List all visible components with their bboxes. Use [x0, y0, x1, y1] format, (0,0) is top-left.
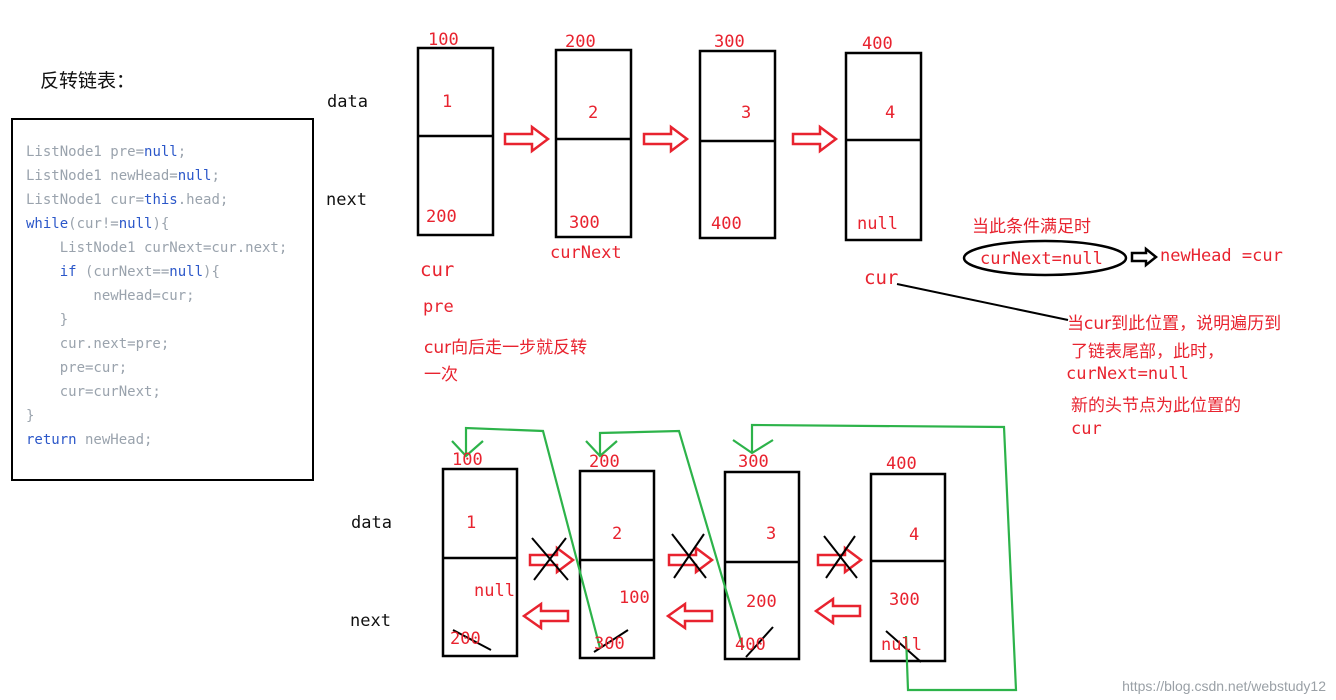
bottom-node-1-data: 1 — [466, 513, 477, 533]
top-node-1 — [416, 46, 495, 237]
top-node-4-data: 4 — [885, 103, 896, 123]
top-arrow-3 — [791, 124, 839, 154]
top-arrow-2 — [642, 124, 690, 154]
bottom-forward-arrow-2 — [667, 545, 715, 575]
bottom-node-3-new-next: 200 — [746, 592, 777, 612]
top-node-2-address: 200 — [565, 32, 596, 52]
bottom-back-arrow-1 — [521, 601, 570, 631]
code-line: while(cur!=null){ — [26, 216, 170, 232]
cross-mark-2 — [671, 533, 707, 579]
strike-old-next-4 — [885, 630, 922, 663]
code-line: if (curNext==null){ — [59, 264, 220, 280]
bottom-node-3 — [723, 470, 801, 661]
watermark: https://blog.csdn.net/webstudy12 — [1122, 678, 1326, 694]
condition-ellipse — [962, 239, 1128, 277]
cross-mark-1 — [531, 537, 569, 581]
top-node-3-address: 300 — [714, 32, 745, 52]
cur-pointer-line — [896, 283, 1069, 321]
diagram-title: 反转链表： — [40, 70, 136, 92]
condition-arrow — [1130, 246, 1159, 268]
bottom-next-row-label: next — [350, 611, 391, 631]
data-row-label: data — [327, 92, 368, 112]
top-node-1-data: 1 — [442, 92, 453, 112]
pre-pointer-label: pre — [423, 297, 454, 317]
bottom-back-arrow-3 — [813, 596, 862, 626]
code-line: ListNode1 newHead=null; — [26, 168, 220, 184]
bottom-node-1-new-next: null — [474, 581, 515, 601]
curnext-pointer-label: curNext — [550, 243, 622, 263]
bottom-node-3-address: 300 — [738, 452, 769, 472]
bottom-node-4-address: 400 — [886, 454, 917, 474]
cross-mark-3 — [823, 535, 858, 579]
bottom-node-1 — [441, 467, 519, 658]
green-link-1 — [451, 426, 602, 649]
explain-line-1: 当cur到此位置，说明遍历到 — [1067, 314, 1282, 334]
explain-line-3: curNext=null — [1066, 364, 1189, 384]
bottom-node-1-address: 100 — [452, 450, 483, 470]
top-node-4-address: 400 — [862, 34, 893, 54]
code-line: return newHead; — [26, 432, 153, 448]
top-node-1-next: 200 — [426, 207, 457, 227]
top-node-3-data: 3 — [741, 103, 752, 123]
bottom-node-2 — [578, 469, 656, 660]
condition-text: curNext=null — [980, 249, 1103, 269]
explain-line-5: cur — [1071, 419, 1102, 439]
step-note-line-2: 一次 — [424, 365, 458, 385]
code-line: cur.next=pre; — [26, 336, 170, 352]
code-line: newHead=cur; — [26, 288, 195, 304]
code-line: ListNode1 curNext=cur.next; — [26, 240, 288, 256]
bottom-data-row-label: data — [351, 513, 392, 533]
bottom-node-4 — [869, 472, 947, 663]
top-node-3-next: 400 — [711, 214, 742, 234]
condition-result: newHead =cur — [1160, 246, 1283, 266]
code-line: pre=cur; — [26, 360, 128, 376]
code-line: } — [26, 408, 35, 424]
code-line: } — [26, 312, 69, 328]
top-node-4-next: null — [857, 214, 898, 234]
bottom-node-4-new-next: 300 — [889, 590, 920, 610]
bottom-node-4-old-next: null — [881, 635, 922, 655]
bottom-node-1-old-next: 200 — [450, 629, 481, 649]
bottom-node-2-new-next: 100 — [619, 588, 650, 608]
strike-old-next-2 — [593, 629, 629, 653]
top-node-2 — [554, 48, 633, 239]
code-panel: ListNode1 pre=null; ListNode1 newHead=nu… — [11, 118, 314, 481]
bottom-node-2-old-next: 300 — [594, 634, 625, 654]
bottom-node-2-address: 200 — [589, 452, 620, 472]
bottom-node-3-old-next: 400 — [735, 635, 766, 655]
cur-end-pointer-label: cur — [864, 267, 899, 289]
green-link-3 — [732, 423, 1018, 692]
bottom-node-3-data: 3 — [766, 524, 777, 544]
top-node-2-next: 300 — [569, 213, 600, 233]
top-arrow-1 — [503, 124, 551, 154]
code-line: cur=curNext; — [26, 384, 161, 400]
top-node-4 — [844, 51, 923, 242]
bottom-back-arrow-2 — [665, 601, 714, 631]
code-line: ListNode1 pre=null; — [26, 144, 187, 160]
top-node-1-address: 100 — [428, 30, 459, 50]
condition-title: 当此条件满足时 — [972, 217, 1091, 237]
cur-pointer-label: cur — [420, 259, 455, 281]
explain-line-4: 新的头节点为此位置的 — [1071, 396, 1241, 416]
bottom-forward-arrow-1 — [528, 545, 576, 575]
step-note-line-1: cur向后走一步就反转 — [424, 338, 588, 358]
bottom-node-2-data: 2 — [612, 524, 623, 544]
bottom-forward-arrow-3 — [816, 545, 864, 575]
top-node-3 — [698, 49, 777, 240]
strike-old-next-3 — [745, 626, 774, 658]
next-row-label: next — [326, 190, 367, 210]
green-link-2 — [585, 429, 745, 649]
code-line: ListNode1 cur=this.head; — [26, 192, 229, 208]
bottom-node-4-data: 4 — [909, 525, 920, 545]
top-node-2-data: 2 — [588, 103, 599, 123]
strike-old-next-1 — [452, 629, 492, 651]
explain-line-2: 了链表尾部，此时， — [1071, 342, 1224, 362]
